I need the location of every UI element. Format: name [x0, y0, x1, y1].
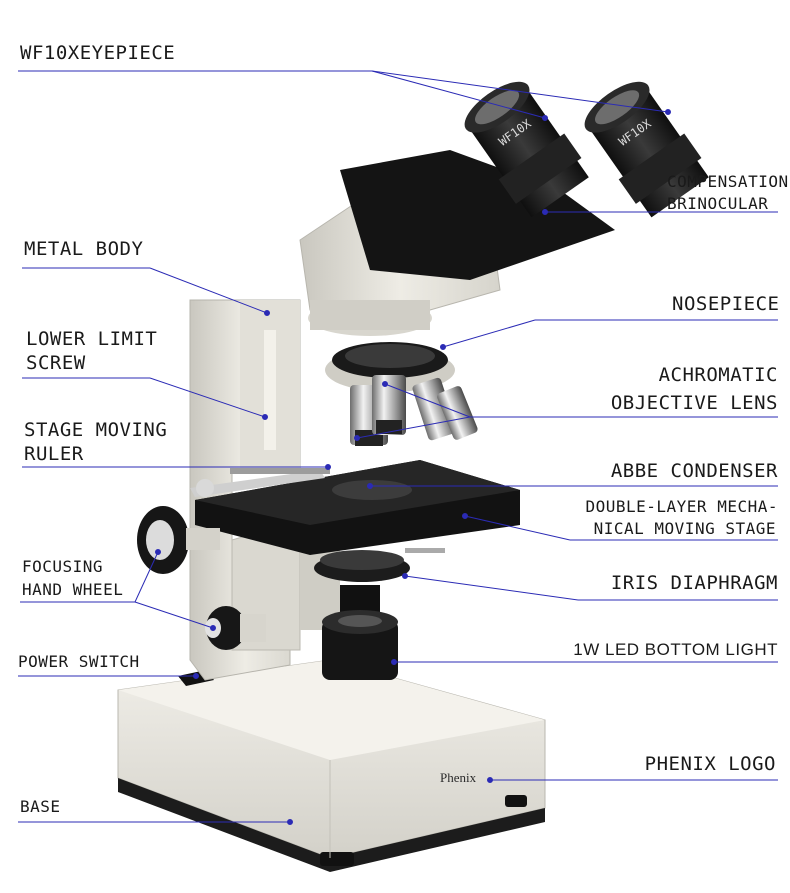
dot-eyepiece-b [665, 109, 671, 115]
dot-phenix [487, 777, 493, 783]
label-phenix-logo: PHENIX LOGO [644, 753, 776, 775]
eyepiece-left: WF10X [464, 81, 589, 218]
dot-achromatic-b [354, 435, 360, 441]
label-eyepiece: WF10XEYEPIECE [20, 42, 176, 64]
label-stage-ruler-line1: STAGE MOVING [24, 419, 168, 441]
dot-abbe [367, 483, 373, 489]
leader-nosepiece-b [442, 319, 536, 348]
dot-led [391, 659, 397, 665]
dot-nosepiece [440, 344, 446, 350]
leader-focusing-b [134, 601, 214, 629]
label-compensation-line1: COMPENSATION [667, 172, 789, 191]
label-achromatic-line2: OBJECTIVE LENS [610, 392, 778, 414]
label-stage-ruler-line2: RULER [24, 443, 84, 465]
dot-base [287, 819, 293, 825]
dot-focusing-b [210, 625, 216, 631]
dot-achromatic-a [382, 381, 388, 387]
led-light-housing [322, 610, 398, 680]
dot-focusing-a [155, 549, 161, 555]
leader-lines [18, 70, 778, 825]
leader-eyepiece-a [371, 70, 546, 119]
mechanical-stage [190, 460, 520, 555]
label-base: BASE [20, 797, 61, 816]
label-double-layer-line1: DOUBLE-LAYER MECHA- [585, 497, 778, 516]
label-iris-diaphragm: IRIS DIAPHRAGM [610, 572, 778, 594]
label-led-light: 1W LED BOTTOM LIGHT [573, 640, 778, 659]
label-nosepiece: NOSEPIECE [672, 293, 780, 315]
microscope-base [117, 659, 546, 872]
dot-iris [402, 573, 408, 579]
leader-lower-limit-b [149, 377, 266, 418]
leader-focusing-a [134, 551, 159, 603]
dot-double-layer [462, 513, 468, 519]
label-double-layer-line2: NICAL MOVING STAGE [593, 519, 776, 538]
binocular-head [299, 150, 615, 336]
dot-stage-ruler [325, 464, 331, 470]
leader-metal-body-b [149, 267, 268, 314]
label-abbe-condenser: ABBE CONDENSER [610, 460, 778, 482]
dot-power-switch [193, 673, 199, 679]
coarse-focus-knob [137, 506, 220, 574]
dot-eyepiece-a [542, 115, 548, 121]
nosepiece-turret [325, 342, 455, 392]
leader-iris-b [404, 575, 579, 601]
label-focusing-line2: HAND WHEEL [22, 580, 124, 599]
leader-achromatic-b [384, 383, 471, 418]
label-compensation-line2: BRINOCULAR [667, 194, 769, 213]
label-power-switch: POWER SWITCH [18, 652, 140, 671]
dot-metal-body [264, 310, 270, 316]
label-achromatic-line1: ACHROMATIC [658, 364, 778, 386]
objective-lenses [350, 375, 478, 446]
fine-focus-knob [205, 606, 266, 650]
dot-lower-limit [262, 414, 268, 420]
leader-achromatic-c [356, 416, 471, 439]
dot-compensation [542, 209, 548, 215]
label-lower-limit-line1: LOWER LIMIT [26, 328, 158, 350]
label-lower-limit-line2: SCREW [26, 352, 86, 374]
brand-logo: Phenix [440, 770, 477, 785]
microscope-arm [189, 299, 301, 681]
label-metal-body: METAL BODY [24, 238, 144, 260]
leader-double-layer-b [464, 515, 571, 541]
eyepiece-right: WF10X [584, 81, 709, 218]
label-focusing-line1: FOCUSING [22, 557, 104, 576]
leader-eyepiece-b [371, 70, 669, 113]
